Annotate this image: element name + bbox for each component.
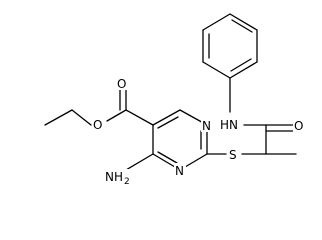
- svg-text:2: 2: [124, 177, 130, 187]
- bond: [44, 109, 73, 126]
- bond: [71, 109, 92, 126]
- chemical-structure: O O N N NH 2 S HN O: [44, 13, 305, 187]
- bond: [157, 151, 178, 164]
- bond: [106, 109, 127, 122]
- bond: [152, 109, 181, 126]
- svg-text:N: N: [202, 119, 211, 133]
- bond: [125, 153, 154, 171]
- pyrimidine-ring: [152, 109, 208, 171]
- structure-canvas: O O N N NH 2 S HN O: [44, 13, 305, 187]
- svg-text:NH: NH: [105, 170, 123, 184]
- atom-label-n-ring-bottom: N: [174, 163, 186, 178]
- atom-label-o-ether-ester: O: [92, 117, 104, 132]
- svg-text:S: S: [229, 148, 237, 162]
- bond: [231, 19, 253, 33]
- atom-label-o-carbonyl-ester: O: [116, 76, 128, 91]
- svg-text:O: O: [117, 77, 126, 91]
- svg-text:O: O: [294, 119, 303, 133]
- atom-label-sulfur: S: [228, 147, 240, 162]
- bond: [125, 109, 154, 126]
- bond: [229, 13, 258, 31]
- bond: [229, 61, 258, 79]
- svg-text:HN: HN: [220, 118, 238, 132]
- svg-text:O: O: [93, 118, 102, 132]
- atom-label-amide-nh: HN: [220, 117, 243, 132]
- bond: [202, 13, 231, 31]
- atom-label-amine: NH 2: [104, 169, 130, 187]
- bond: [157, 116, 179, 129]
- svg-text:N: N: [175, 164, 184, 178]
- atom-label-n-ring-top: N: [201, 118, 213, 133]
- bond: [202, 61, 231, 79]
- bond: [230, 58, 252, 72]
- phenyl-ring: [202, 13, 258, 79]
- atom-label-o-amide: O: [293, 118, 305, 133]
